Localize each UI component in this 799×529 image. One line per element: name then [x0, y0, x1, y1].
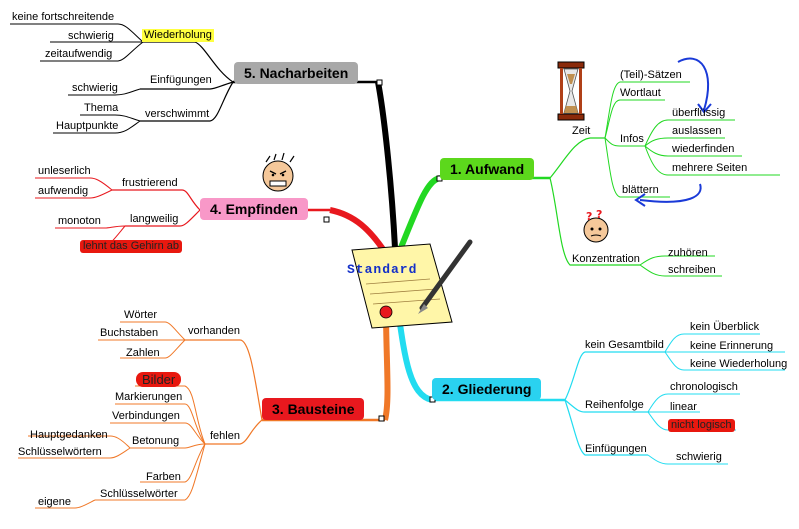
leaf-unleserlich[interactable]: unleserlich	[38, 165, 91, 177]
branch-title-aufwand[interactable]: 1. Aufwand	[440, 158, 535, 180]
node-konzentration[interactable]: Konzentration	[572, 253, 640, 265]
leaf-wortlaut[interactable]: Wortlaut	[620, 87, 661, 99]
branch-title-empfinden[interactable]: 4. Empfinden	[200, 198, 308, 220]
leaf-farben[interactable]: Farben	[146, 471, 181, 483]
node-blaettern[interactable]: blättern	[622, 184, 659, 196]
leaf-teil-saetzen[interactable]: (Teil)-Sätzen	[620, 69, 682, 81]
leaf-hauptgedanken[interactable]: Hauptgedanken	[30, 429, 108, 441]
leaf-keine-wiederholung[interactable]: keine Wiederholung	[690, 358, 788, 370]
leaf-eigene[interactable]: eigene	[38, 496, 72, 508]
svg-text:?: ?	[586, 210, 592, 223]
node-zeit[interactable]: Zeit	[572, 125, 591, 137]
confused-face-icon: ? ?	[583, 208, 609, 243]
angry-face-icon	[262, 152, 295, 192]
node-frustrierend[interactable]: frustrierend	[122, 177, 178, 189]
leaf-schwierig-3[interactable]: schwierig	[676, 451, 722, 463]
node-infos[interactable]: Infos	[620, 133, 644, 145]
leaf-zuhoeren[interactable]: zuhören	[668, 247, 708, 259]
node-langweilig[interactable]: langweilig	[130, 213, 179, 225]
leaf-woerter[interactable]: Wörter	[124, 309, 157, 321]
leaf-wiederfinden[interactable]: wiederfinden	[672, 143, 735, 155]
leaf-markierungen[interactable]: Markierungen	[115, 391, 183, 403]
leaf-nicht-logisch[interactable]: nicht logisch	[668, 419, 735, 432]
node-schluesselwoerter[interactable]: Schlüsselwörter	[100, 488, 178, 500]
node-verschwimmt[interactable]: verschwimmt	[145, 108, 210, 120]
node-betonung[interactable]: Betonung	[132, 435, 180, 447]
node-vorhanden[interactable]: vorhanden	[188, 325, 240, 337]
node-einfuegungen-glied[interactable]: Einfügungen	[585, 443, 647, 455]
blue-arrows	[634, 57, 712, 207]
leaf-monoton[interactable]: monoton	[58, 215, 101, 227]
branch-title-nacharbeiten[interactable]: 5. Nacharbeiten	[234, 62, 359, 84]
branch-nacharbeiten-lines	[10, 23, 398, 249]
leaf-auslassen[interactable]: auslassen	[672, 125, 722, 137]
leaf-keine-erinnerung[interactable]: keine Erinnerung	[690, 340, 774, 352]
node-wiederholung[interactable]: Wiederholung	[142, 29, 214, 42]
leaf-hauptpunkte[interactable]: Hauptpunkte	[56, 120, 119, 132]
branch-title-bausteine[interactable]: 3. Bausteine	[262, 398, 365, 420]
leaf-thema[interactable]: Thema	[84, 102, 119, 114]
branch-title-gliederung[interactable]: 2. Gliederung	[432, 378, 542, 400]
leaf-buchstaben[interactable]: Buchstaben	[100, 327, 159, 339]
node-einfuegungen-nach[interactable]: Einfügungen	[150, 74, 212, 86]
node-kein-gesamtbild[interactable]: kein Gesamtbild	[585, 339, 664, 351]
leaf-bilder[interactable]: Bilder	[136, 372, 182, 387]
leaf-mehrere-seiten[interactable]: mehrere Seiten	[672, 162, 748, 174]
leaf-schluesselwoertern[interactable]: Schlüsselwörtern	[18, 446, 102, 458]
leaf-zahlen[interactable]: Zahlen	[126, 347, 160, 359]
hourglass-icon	[557, 61, 585, 121]
leaf-linear[interactable]: linear	[670, 401, 697, 413]
leaf-verbindungen[interactable]: Verbindungen	[112, 410, 180, 422]
leaf-schwierig-1[interactable]: schwierig	[68, 30, 114, 42]
svg-text:?: ?	[596, 208, 602, 221]
leaf-schreiben[interactable]: schreiben	[668, 264, 716, 276]
node-fehlen[interactable]: fehlen	[210, 430, 240, 442]
leaf-lehnt-das-gehirn-ab[interactable]: lehnt das Gehirn ab	[80, 240, 183, 253]
leaf-zeitaufwendig[interactable]: zeitaufwendig	[45, 48, 113, 60]
leaf-aufwendig[interactable]: aufwendig	[38, 185, 89, 197]
paper-pen-icon	[351, 239, 473, 329]
leaf-chronologisch[interactable]: chronologisch	[670, 381, 738, 393]
center-topic: Standard	[347, 262, 418, 277]
leaf-kein-ueberblick[interactable]: kein Überblick	[690, 321, 760, 333]
leaf-keine-fortschreitende[interactable]: keine fortschreitende	[12, 11, 115, 23]
leaf-schwierig-2[interactable]: schwierig	[72, 82, 118, 94]
leaf-ueberfluessig[interactable]: überflüssig	[672, 107, 726, 119]
branch-gliederung-lines	[395, 309, 785, 465]
node-reihenfolge[interactable]: Reihenfolge	[585, 399, 644, 411]
